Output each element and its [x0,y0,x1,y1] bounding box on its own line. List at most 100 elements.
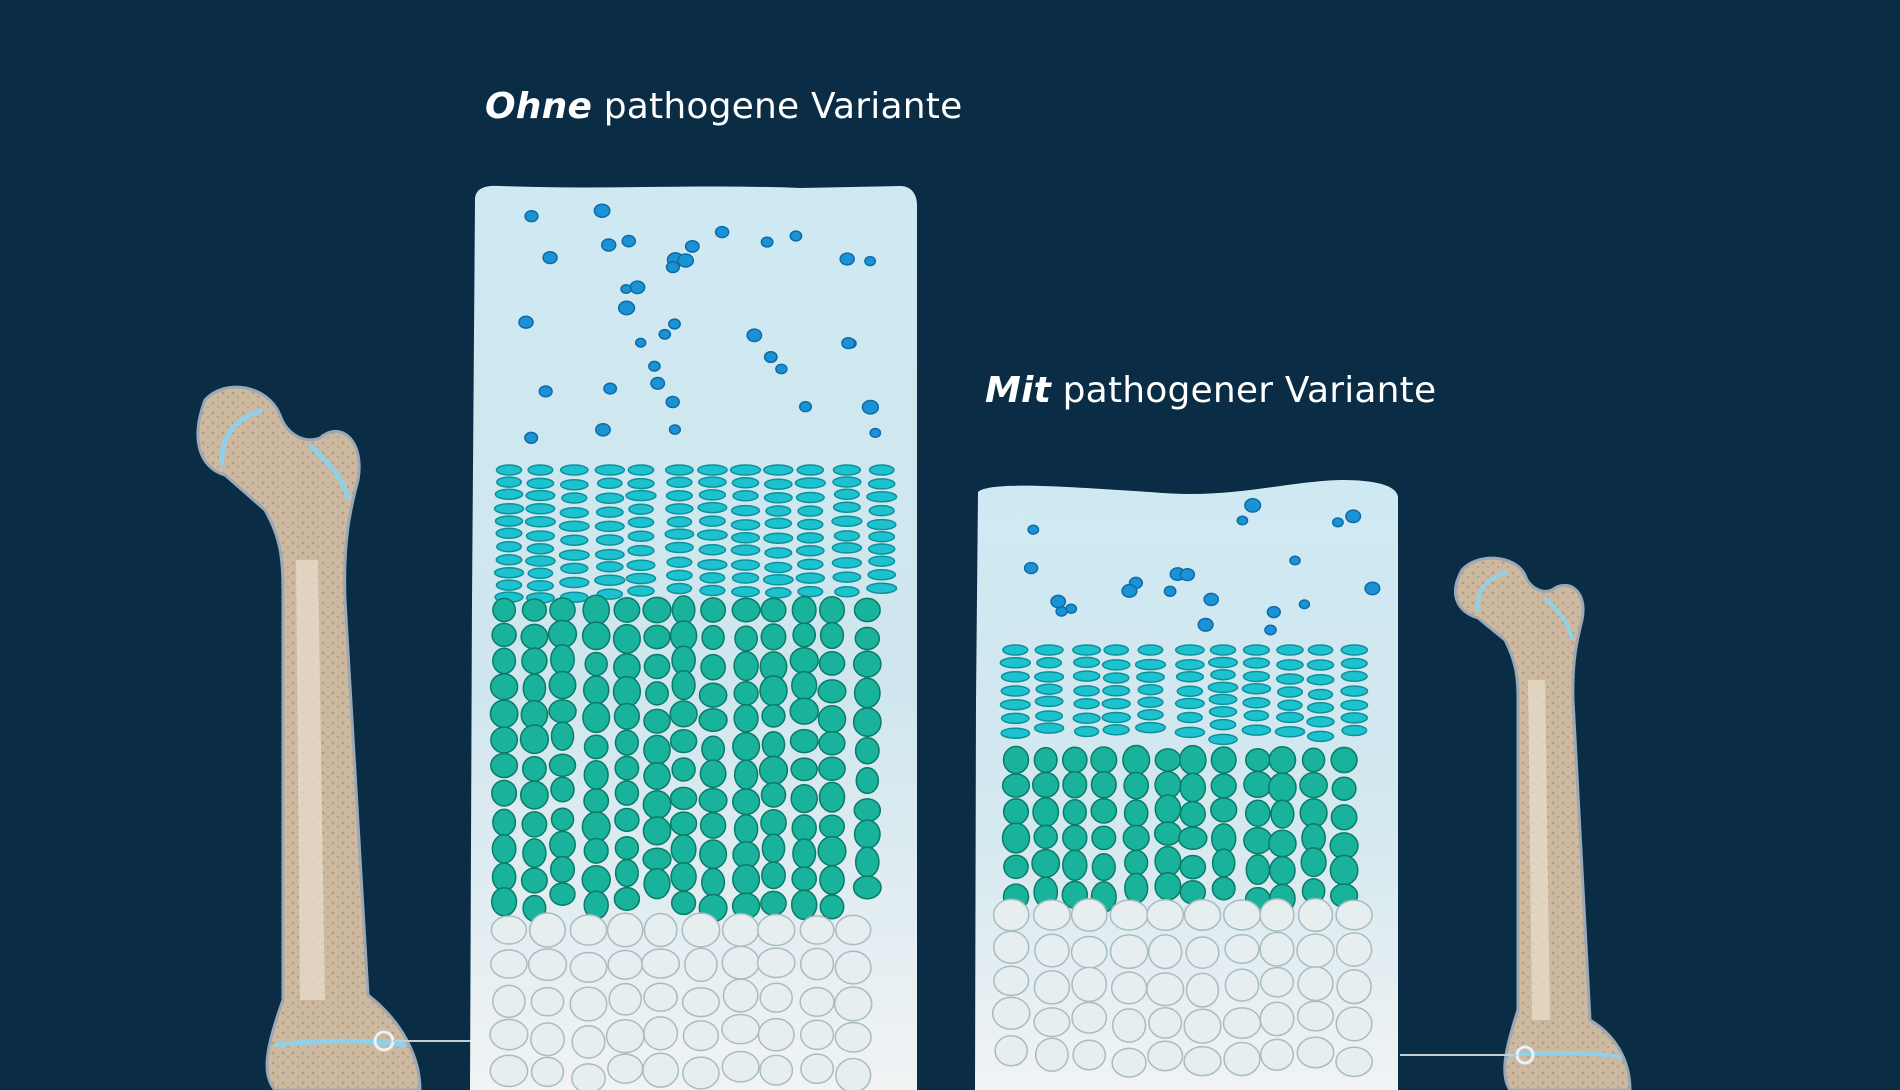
cell [520,623,549,650]
cell [1062,770,1088,799]
cell [1241,682,1272,695]
cell [1034,695,1064,708]
cell [489,1054,529,1088]
cell [614,807,640,833]
cell [790,783,818,814]
cell [1147,1040,1184,1072]
cell [558,520,590,532]
cell [489,673,519,701]
cell [1061,746,1088,774]
cell [795,572,826,584]
cell [625,572,657,585]
cell [1207,681,1239,694]
cell [1072,670,1101,682]
cell [1241,724,1272,736]
cell [835,1057,872,1090]
cell [832,476,862,488]
cell [492,808,517,837]
cell [999,698,1031,711]
cell [841,336,856,350]
cell [530,1022,565,1057]
cell [732,731,761,762]
cell [1122,824,1150,851]
cell [764,561,793,574]
cell [548,670,577,700]
cell [614,835,640,861]
cell [818,650,846,676]
cell [496,540,522,553]
cell [763,478,793,490]
cell [490,726,519,754]
cell [650,376,666,390]
cell [1269,855,1296,886]
cell [698,707,728,733]
cell [1259,966,1295,998]
cell [1259,898,1295,932]
cell [495,579,523,591]
cell [1050,594,1067,609]
cell [668,318,681,330]
cell [492,647,517,675]
cell [1340,712,1369,724]
cell [641,948,681,979]
cell [721,1050,760,1083]
cell [612,675,642,708]
cell [1091,853,1116,882]
cell [760,890,787,916]
cell [1136,671,1165,683]
cell [764,517,793,530]
cell [1175,671,1205,683]
cell [732,863,761,895]
cell [791,814,817,842]
cell [1335,899,1373,931]
cell [1147,934,1183,970]
cell [867,478,896,490]
cell [1185,936,1220,969]
cell [832,464,862,476]
cell [1110,971,1148,1005]
cell [791,670,818,701]
cell [866,491,898,503]
cell [643,912,678,948]
cell [833,986,873,1022]
cell [648,360,661,372]
cell [489,699,519,729]
cell [548,699,577,724]
cell [1124,849,1149,876]
cell [1300,847,1327,878]
cell [818,756,846,782]
cell [494,488,524,500]
cell [699,839,728,870]
cell [643,708,671,734]
cell [1090,746,1118,774]
cell [1183,899,1222,931]
cell [1154,794,1182,825]
cell [1296,1000,1335,1032]
cell [733,650,759,682]
cell [490,752,519,779]
cell [1275,673,1305,685]
cell [799,1019,835,1051]
label-mutant: Mit pathogener Variante [985,370,1436,411]
cell [614,780,640,806]
cell [1073,656,1101,669]
cell [1335,1006,1373,1042]
cell [550,643,575,676]
cell [521,755,547,782]
cell [699,584,726,597]
cell [524,431,539,444]
cell [1298,599,1311,610]
cell [1207,656,1239,669]
cell [866,582,898,595]
cell [701,867,726,897]
cell [548,753,577,778]
cell [818,596,846,624]
cell [1123,799,1149,828]
cell [818,814,846,839]
cell [864,255,877,267]
cell [819,865,845,895]
label-mutant-emphasis: Mit [985,370,1051,411]
cell [1176,711,1203,724]
cell [522,838,547,869]
